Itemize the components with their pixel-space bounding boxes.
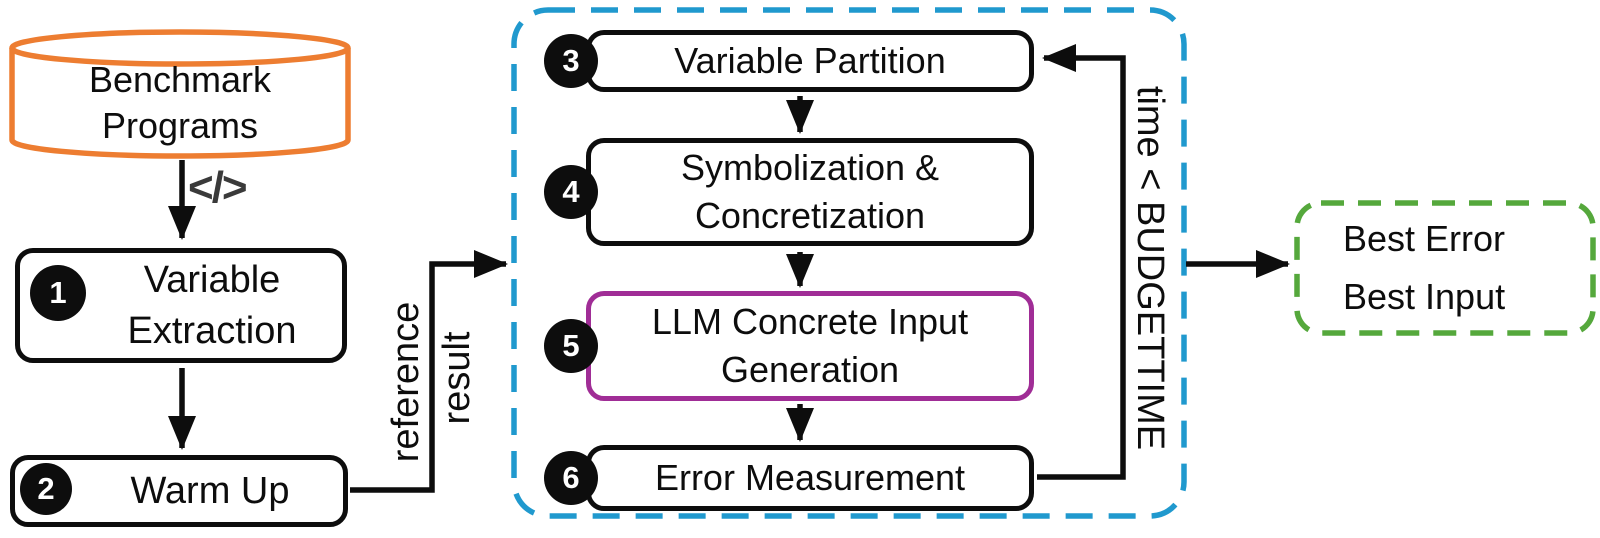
warm-up-node: Warm Up xyxy=(10,455,348,527)
variable-extraction-label-line1: Variable xyxy=(143,259,281,302)
step-badge-3: 3 xyxy=(544,34,598,88)
best-output-label-line1: Best Error xyxy=(1343,218,1506,260)
variable-partition-label: Variable Partition xyxy=(674,40,946,82)
step-badge-1: 1 xyxy=(30,265,86,321)
step-badge-2: 2 xyxy=(20,463,72,515)
best-output-node: Best Error Best Input xyxy=(1297,203,1593,333)
variable-extraction-label-line2: Extraction xyxy=(127,309,297,352)
reference-result-label-line1: reference xyxy=(384,301,427,463)
output-node-border xyxy=(1294,200,1596,336)
error-measurement-node: Error Measurement xyxy=(586,445,1034,511)
error-measurement-label: Error Measurement xyxy=(654,457,966,499)
benchmark-programs-cylinder-shape xyxy=(9,29,351,159)
loop-container-border xyxy=(511,7,1187,519)
variable-partition-node: Variable Partition xyxy=(586,30,1034,92)
symbolization-label-line2: Concretization xyxy=(694,195,926,236)
arrow-warmup-to-loop xyxy=(350,250,508,493)
best-output-label-line2: Best Input xyxy=(1343,276,1506,317)
benchmark-programs-label-line1: Benchmark xyxy=(88,58,272,100)
benchmark-programs-label-line2: Programs xyxy=(101,105,259,146)
step-badge-5: 5 xyxy=(544,319,598,373)
symbolization-label-line1: Symbolization & xyxy=(680,147,940,189)
reference-result-label-line2: result xyxy=(435,331,478,425)
step-badge-4: 4 xyxy=(544,165,598,219)
loop-condition-label: time < BUDGETTIME xyxy=(1129,85,1172,451)
warm-up-label: Warm Up xyxy=(130,469,290,512)
llm-concrete-input-generation-node: LLM Concrete Input Generation xyxy=(586,291,1034,401)
llm-generation-label-line2: Generation xyxy=(720,349,900,390)
llm-generation-label-line1: LLM Concrete Input xyxy=(651,301,969,343)
arrow-error-loop-back-to-partition xyxy=(1037,44,1126,480)
step-badge-6: 6 xyxy=(544,451,598,505)
symbolization-concretization-node: Symbolization & Concretization xyxy=(586,138,1034,246)
benchmark-programs-node: Benchmark Programs xyxy=(12,55,348,151)
code-icon: </> xyxy=(188,163,248,212)
